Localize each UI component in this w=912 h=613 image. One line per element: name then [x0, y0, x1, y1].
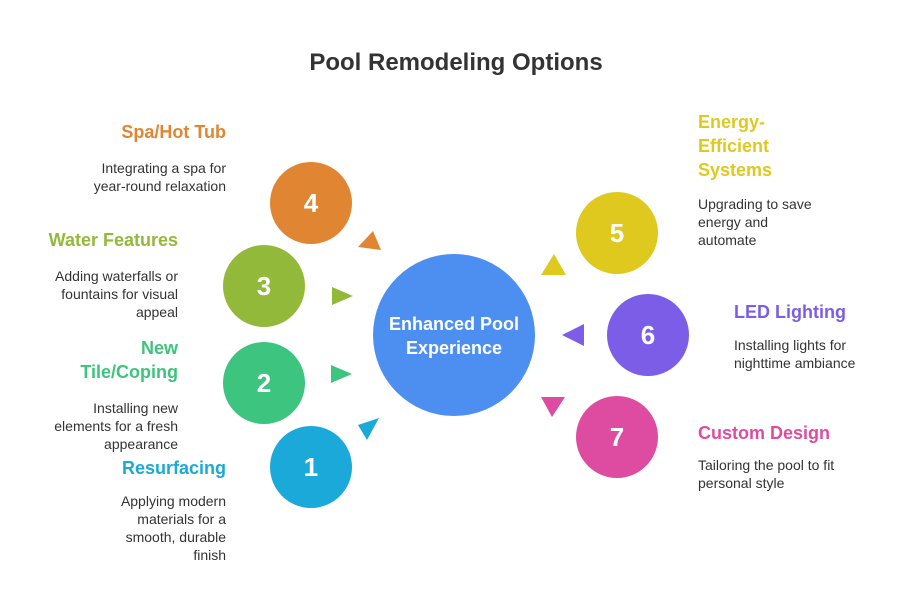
- arrow-1: [358, 418, 379, 440]
- option-node-4: [270, 162, 352, 244]
- option-node-number-5: 5: [610, 218, 624, 248]
- option-node-number-4: 4: [304, 188, 319, 218]
- option-node-number-7: 7: [610, 422, 624, 452]
- option-description-1: Applying modern materials for a smooth, …: [120, 493, 226, 563]
- option-description-7: Tailoring the pool to fit personal style: [698, 457, 835, 491]
- option-node-6: [607, 294, 689, 376]
- option-node-3: [223, 245, 305, 327]
- option-description-2: Installing new elements for a fresh appe…: [54, 400, 178, 452]
- center-label-line2: Experience: [406, 338, 502, 358]
- option-title-1: Resurfacing: [121, 458, 226, 478]
- option-description-5: Upgrading to save energy and automate: [698, 196, 812, 248]
- option-description-4: Integrating a spa for year-round relaxat…: [93, 160, 226, 194]
- option-node-7: [576, 396, 658, 478]
- diagram-title: Pool Remodeling Options: [309, 49, 603, 76]
- option-node-1: [270, 426, 352, 508]
- option-title-5: Energy-Efficient Systems: [698, 112, 773, 180]
- center-circle: [373, 254, 535, 416]
- arrow-4: [358, 231, 381, 250]
- option-node-number-3: 3: [257, 271, 271, 301]
- option-node-2: [223, 342, 305, 424]
- option-title-2: New Tile/Coping: [80, 338, 178, 382]
- option-node-number-2: 2: [257, 368, 271, 398]
- option-description-6: Installing lights for nighttime ambiance: [734, 337, 856, 371]
- option-title-4: Spa/Hot Tub: [121, 122, 226, 142]
- arrow-3: [332, 287, 353, 305]
- option-title-6: LED Lighting: [734, 302, 846, 322]
- option-title-3: Water Features: [48, 230, 178, 250]
- option-node-5: [576, 192, 658, 274]
- option-description-3: Adding waterfalls or fountains for visua…: [55, 268, 178, 320]
- arrow-6: [562, 324, 584, 346]
- arrow-7: [541, 397, 565, 417]
- option-node-number-1: 1: [304, 452, 318, 482]
- arrow-2: [331, 365, 352, 383]
- center-label-line1: Enhanced Pool: [389, 314, 519, 334]
- arrow-5: [541, 254, 566, 275]
- option-node-number-6: 6: [641, 320, 655, 350]
- option-title-7: Custom Design: [698, 423, 831, 443]
